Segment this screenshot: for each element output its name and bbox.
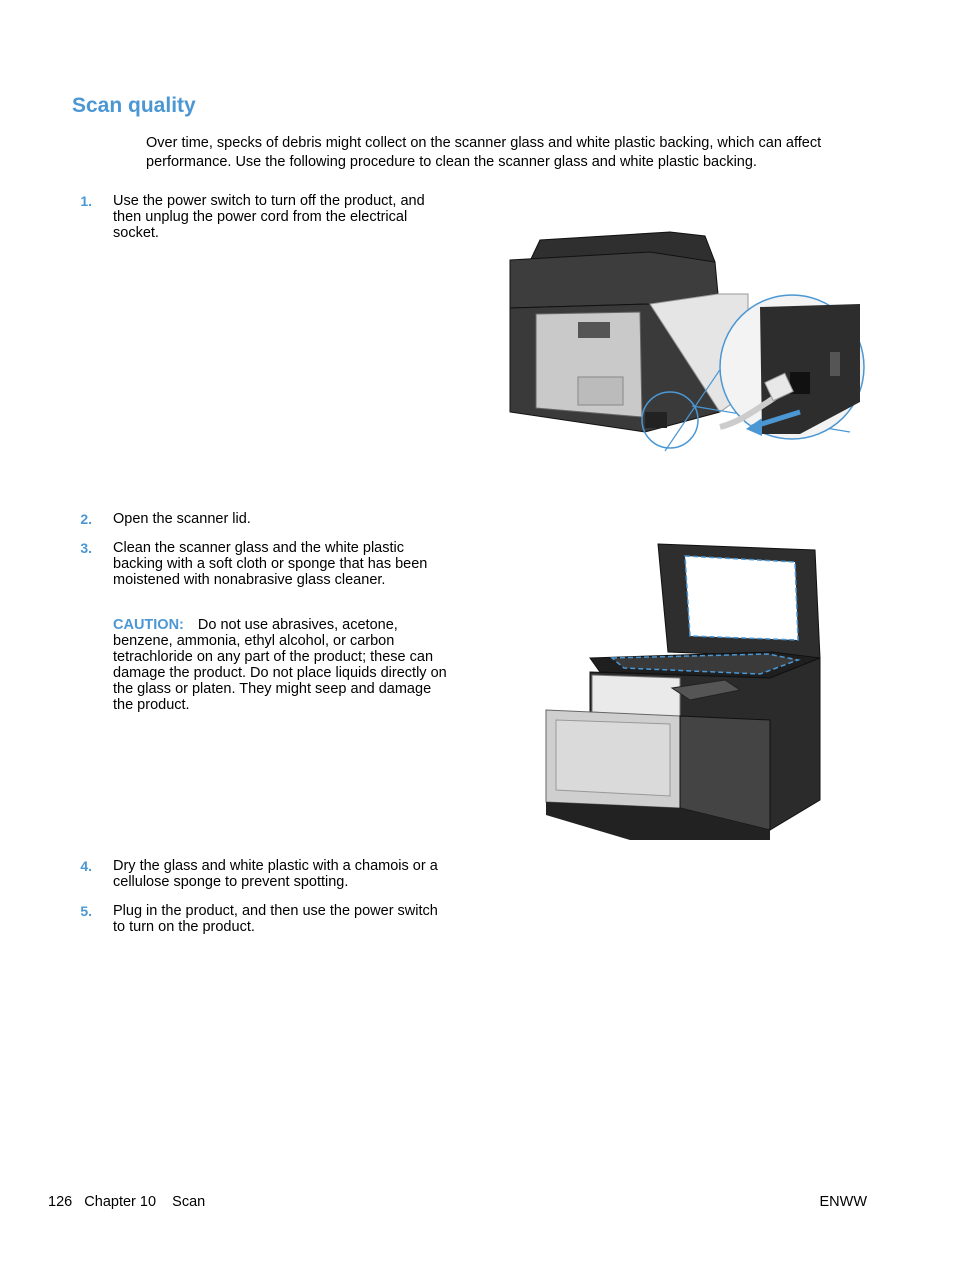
step-text: Clean the scanner glass and the white pl… [113,540,428,588]
step-number: 5. [80,903,92,919]
printer-open-lid-illustration [545,543,821,840]
footer-doc-code: ENWW [819,1194,867,1210]
section-label: Scan [172,1194,206,1210]
intro-paragraph: Over time, specks of debris might collec… [146,135,822,170]
caution-label: CAUTION: [113,617,184,633]
footer-page-info: 126 Chapter 10 Scan [48,1194,205,1210]
printer-rear-power-cord-illustration [509,231,865,452]
caution-note: CAUTION:Do not use abrasives, acetone, b… [113,617,453,713]
step-number: 3. [80,540,92,556]
caution-text: Do not use abrasives, acetone, benzene, … [113,617,447,713]
step-text: Use the power switch to turn off the pro… [113,193,425,241]
section-heading: Scan quality [72,94,196,117]
step-text: Dry the glass and white plastic with a c… [113,858,438,890]
step-number: 1. [80,193,92,209]
step-text: Plug in the product, and then use the po… [113,903,438,935]
page-number: 126 [48,1194,73,1210]
chapter-label: Chapter 10 [84,1194,157,1210]
step-number: 4. [80,858,92,874]
step-number: 2. [80,511,92,527]
step-text: Open the scanner lid. [113,511,251,527]
